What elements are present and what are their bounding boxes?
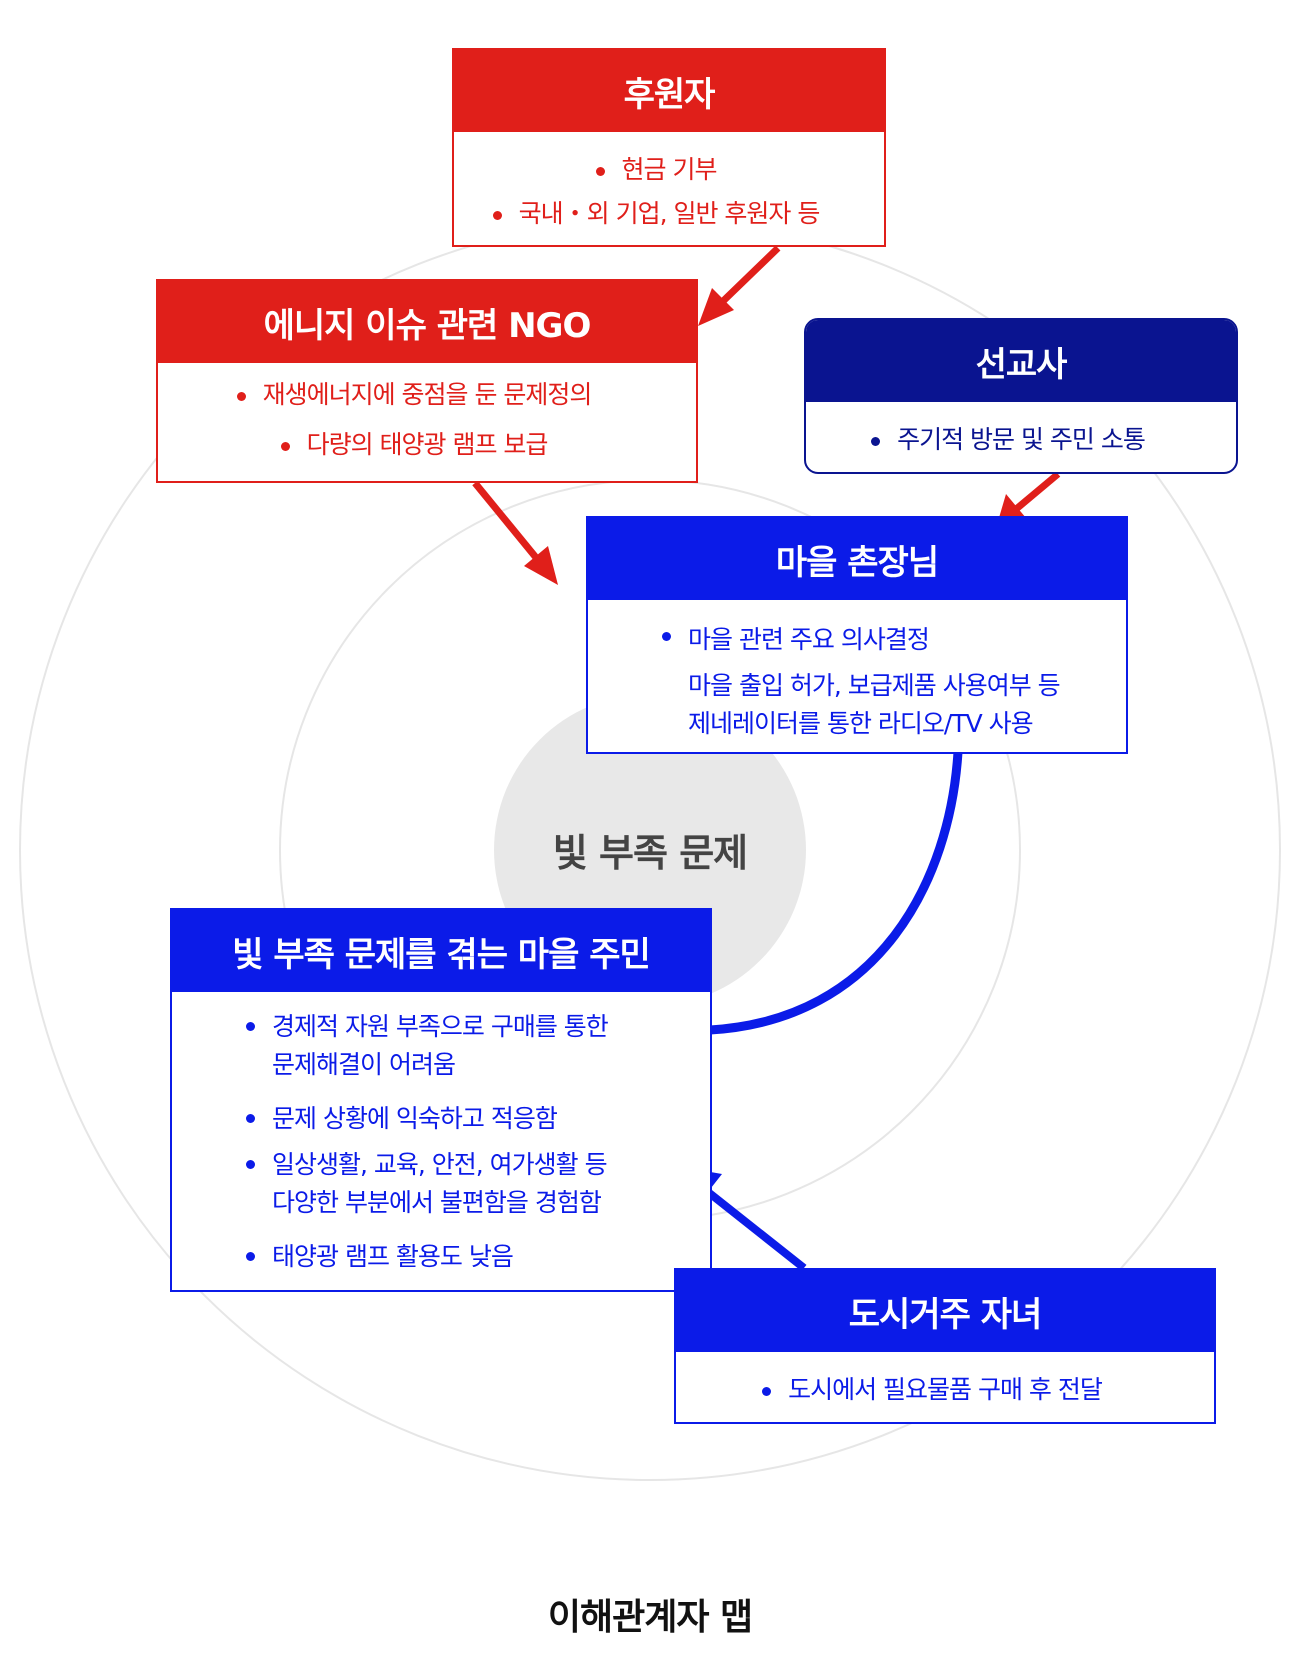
sponsor-list: 현금 기부 국내・외 기업, 일반 후원자 등 xyxy=(454,132,884,238)
sponsor-title: 후원자 xyxy=(454,50,884,132)
city-children-title: 도시거주 자녀 xyxy=(676,1270,1214,1352)
city-children-box: 도시거주 자녀 도시에서 필요물품 구매 후 전달 xyxy=(674,1268,1216,1424)
ngo-list: 재생에너지에 중점을 둔 문제정의 다량의 태양광 램프 보급 xyxy=(158,363,696,475)
missionary-box: 선교사 주기적 방문 및 주민 소통 xyxy=(804,318,1238,474)
city-children-list: 도시에서 필요물품 구매 후 전달 xyxy=(676,1352,1214,1414)
arrow-ngo-to-chief xyxy=(472,480,558,585)
list-item: 마을 관련 주요 의사결정 xyxy=(662,620,1126,666)
list-item: 경제적 자원 부족으로 구매를 통한 문제해결이 어려움 xyxy=(246,1008,710,1100)
list-subitem: 마을 출입 허가, 보급제품 사용여부 등 xyxy=(688,671,1061,700)
ngo-title: 에니지 이슈 관련 NGO xyxy=(158,281,696,363)
list-item: 일상생활, 교육, 안전, 여가생활 등 다양한 부분에서 불편함을 경험함 xyxy=(246,1146,710,1238)
list-item: 주기적 방문 및 주민 소통 xyxy=(806,420,1236,464)
village-chief-title: 마을 촌장님 xyxy=(588,518,1126,600)
village-chief-box: 마을 촌장님 마을 관련 주요 의사결정 마을 출입 허가, 보급제품 사용여부… xyxy=(586,516,1128,754)
village-residents-title: 빛 부족 문제를 겪는 마을 주민 xyxy=(172,910,710,992)
curve-chief-to-residents xyxy=(709,751,963,1035)
ngo-box: 에니지 이슈 관련 NGO 재생에너지에 중점을 둔 문제정의 다량의 태양광 … xyxy=(156,279,698,483)
village-residents-list: 경제적 자원 부족으로 구매를 통한 문제해결이 어려움 문제 상황에 익숙하고… xyxy=(172,992,710,1284)
diagram-caption: 이해관계자 맵 xyxy=(547,1597,753,1638)
village-chief-list: 마을 관련 주요 의사결정 마을 출입 허가, 보급제품 사용여부 등 제네레이… xyxy=(588,600,1126,742)
list-item: 현금 기부 xyxy=(454,150,884,194)
sponsor-box: 후원자 현금 기부 국내・외 기업, 일반 후원자 등 xyxy=(452,48,886,247)
missionary-list: 주기적 방문 및 주민 소통 xyxy=(806,402,1236,464)
village-residents-box: 빛 부족 문제를 겪는 마을 주민 경제적 자원 부족으로 구매를 통한 문제해… xyxy=(170,908,712,1292)
arrow-sponsor-to-ngo xyxy=(698,245,781,326)
list-item: 재생에너지에 중점을 둔 문제정의 xyxy=(158,375,696,425)
list-item: 국내・외 기업, 일반 후원자 등 xyxy=(454,194,884,238)
list-subitem: 제네레이터를 통한 라디오/TV 사용 xyxy=(688,709,1034,738)
list-item: 도시에서 필요물품 구매 후 전달 xyxy=(676,1370,1214,1414)
list-item: 태양광 램프 활용도 낮음 xyxy=(246,1238,710,1284)
list-item: 문제 상황에 익숙하고 적응함 xyxy=(246,1100,710,1146)
missionary-title: 선교사 xyxy=(806,320,1236,402)
center-label: 빛 부족 문제 xyxy=(553,831,747,875)
list-item: 다량의 태양광 램프 보급 xyxy=(158,425,696,475)
